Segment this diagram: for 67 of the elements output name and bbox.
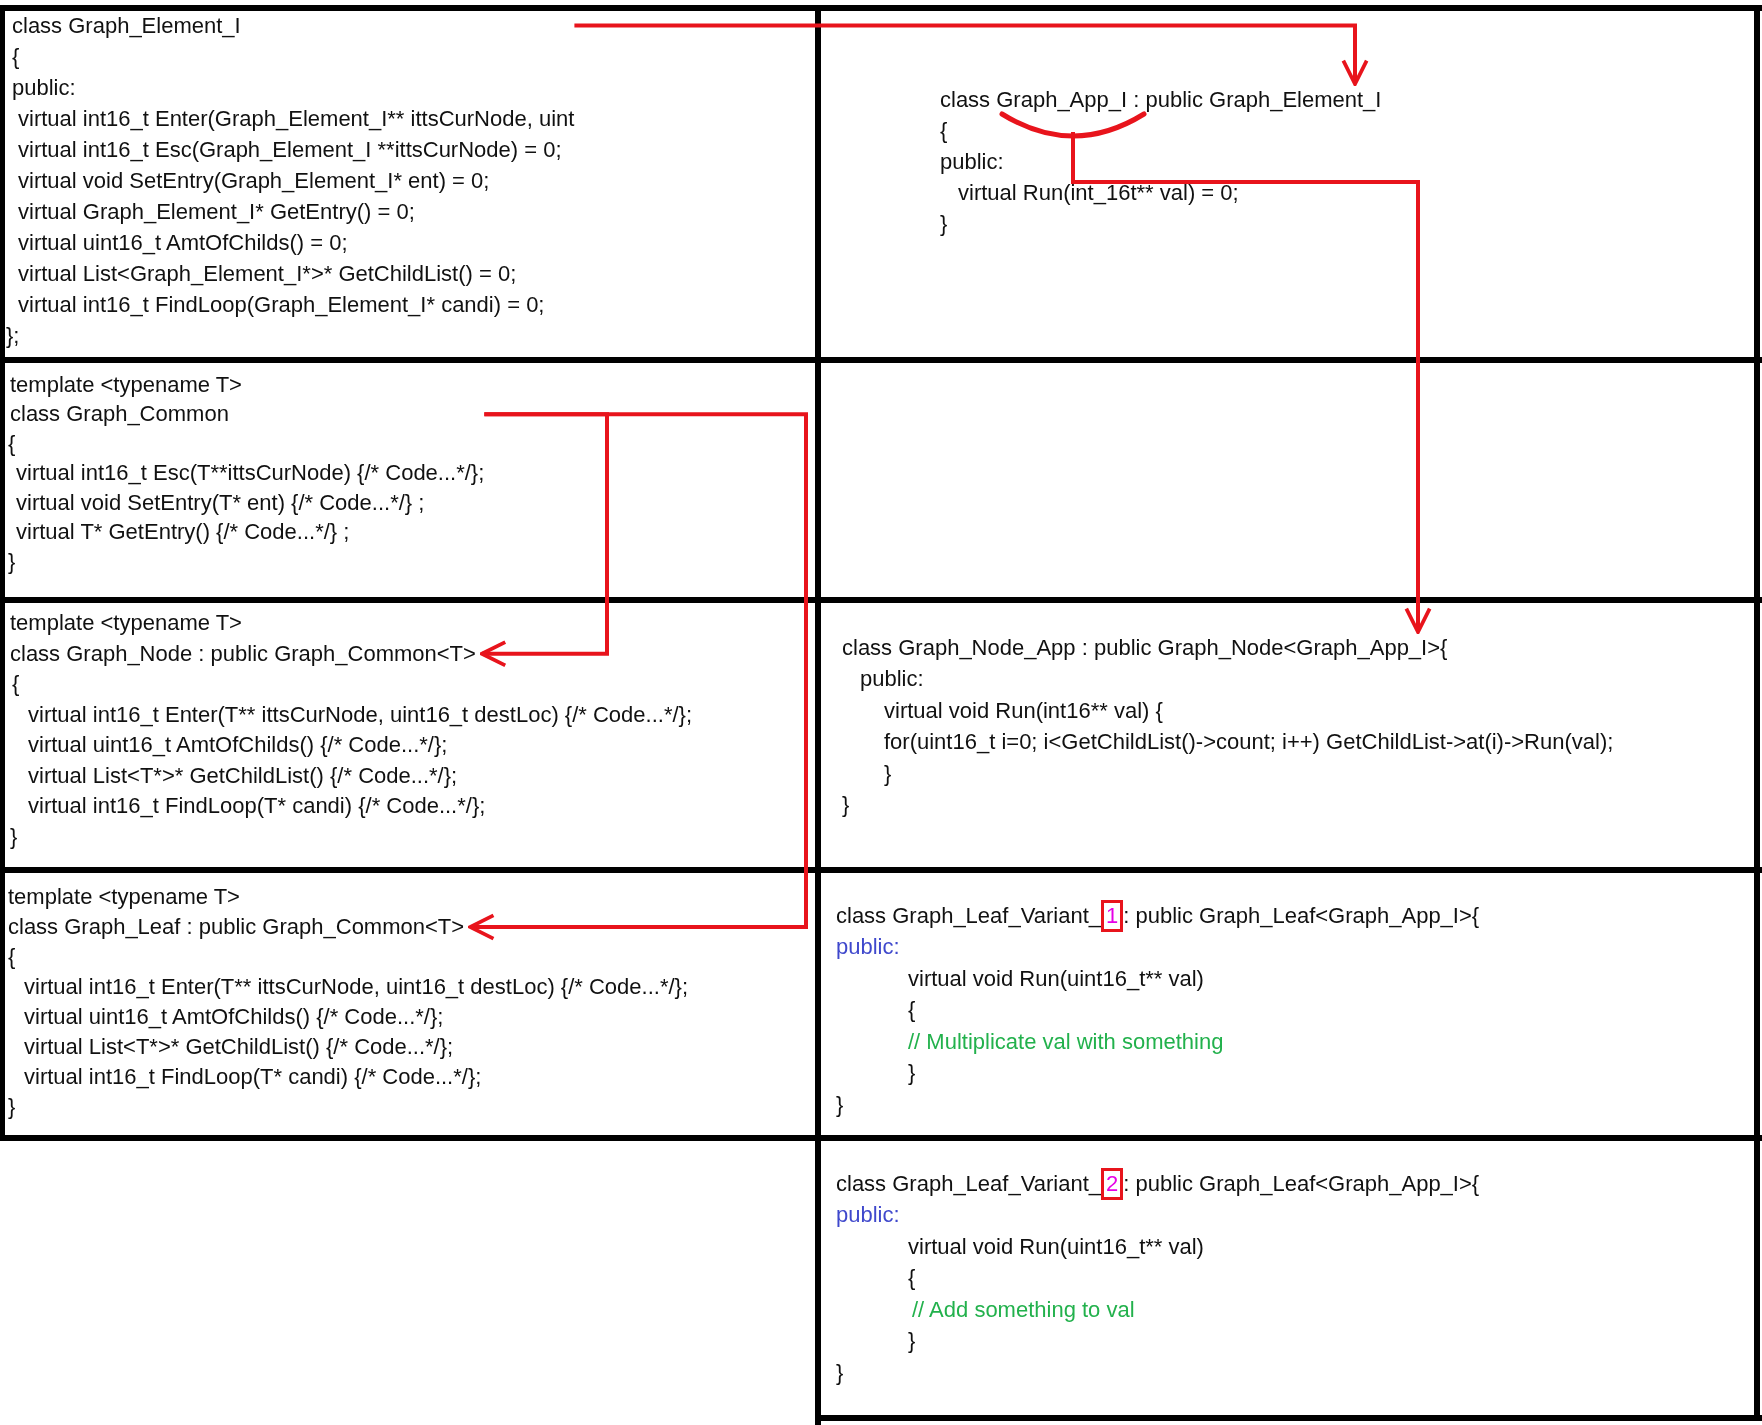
code-line: // Multiplicate val with something — [908, 1028, 1224, 1055]
code-line: public: — [836, 934, 900, 961]
code-line: virtual T* GetEntry() {/* Code...*/} ; — [16, 519, 350, 546]
code-line: template <typename T> — [8, 884, 240, 910]
code-line: } — [8, 1094, 16, 1120]
code-line: } — [908, 1060, 916, 1087]
code-line: class Graph_App_I : public Graph_Element_I — [940, 86, 1382, 113]
code-line: virtual void Run(uint16_t** val) — [908, 965, 1204, 992]
code-line: } — [884, 760, 892, 787]
code-line: class Graph_Leaf : public Graph_Common<T> — [8, 914, 465, 940]
code-line: class Graph_Node : public Graph_Common<T> — [10, 640, 476, 667]
code-line: } — [836, 1091, 844, 1118]
arrow — [468, 412, 808, 941]
code-line: : public Graph_Leaf<Graph_App_I>{ — [1123, 902, 1480, 929]
code-line: virtual int16_t Esc(T**ittsCurNode) {/* Code...*/}; — [16, 460, 485, 487]
code-line: } — [10, 823, 18, 850]
code-line: template <typename T> — [10, 610, 242, 637]
code-line: { — [12, 43, 20, 70]
code-line: } — [940, 210, 948, 237]
code-line: virtual List<T*>* GetChildList() {/* Code...*/}; — [24, 1034, 454, 1060]
arrow — [574, 23, 1369, 86]
code-line: virtual int16_t Enter(T** ittsCurNode, uint16_t destLoc) {/* Code...*/}; — [24, 974, 689, 1000]
code-line: { — [8, 944, 16, 970]
code-line: virtual int16_t Enter(Graph_Element_I** ittsCurNode, uint — [18, 105, 575, 132]
code-line: virtual List<T*>* GetChildList() {/* Code...*/}; — [28, 762, 458, 789]
code-line: virtual Graph_Element_I* GetEntry() = 0; — [18, 198, 415, 225]
code-line: } — [842, 792, 850, 819]
code-line: { — [8, 430, 16, 457]
code-line: class Graph_Element_I — [12, 12, 241, 39]
code-line: virtual void Run(uint16_t** val) — [908, 1233, 1204, 1260]
code-line: { — [12, 671, 20, 698]
code-line: virtual void SetEntry(T* ent) {/* Code...*/} ; — [16, 489, 425, 516]
code-line: virtual int16_t Enter(T** ittsCurNode, uint16_t destLoc) {/* Code...*/}; — [28, 701, 693, 728]
code-line: virtual void Run(int16** val) { — [884, 697, 1163, 724]
code-line: }; — [6, 322, 20, 349]
code-line: for(uint16_t i=0; i<GetChildList()->count; i++) GetChildList->at(i)->Run(val); — [884, 729, 1614, 756]
code-line: public: — [940, 148, 1004, 175]
code-line: virtual int16_t FindLoop(T* candi) {/* Code...*/}; — [24, 1064, 482, 1090]
code-line: virtual List<Graph_Element_I*>* GetChildList() = 0; — [18, 260, 517, 287]
code-line: virtual int16_t FindLoop(T* candi) {/* Code...*/}; — [28, 793, 486, 820]
code-line: virtual uint16_t AmtOfChilds() {/* Code...*/}; — [28, 732, 448, 759]
code-line: class Graph_Leaf_Variant_ — [836, 1170, 1101, 1197]
code-line: { — [908, 1265, 916, 1292]
code-line: // Add something to val — [912, 1296, 1135, 1323]
code-line: public: — [12, 74, 76, 101]
code-line: { — [940, 117, 948, 144]
code-line: class Graph_Node_App : public Graph_Node<Graph_App_I>{ — [842, 634, 1448, 661]
arrow — [1071, 132, 1432, 634]
code-line: virtual uint16_t AmtOfChilds() {/* Code...*/}; — [24, 1004, 444, 1030]
code-line: virtual uint16_t AmtOfChilds() = 0; — [18, 229, 348, 256]
code-line: virtual void SetEntry(Graph_Element_I* ent) = 0; — [18, 167, 490, 194]
code-line: { — [908, 997, 916, 1024]
code-line: } — [8, 548, 16, 575]
curved-bracket — [998, 110, 1148, 140]
code-line: virtual int16_t Esc(Graph_Element_I **ittsCurNode) = 0; — [18, 136, 562, 163]
code-line: } — [836, 1359, 844, 1386]
code-line: } — [908, 1328, 916, 1355]
code-line: virtual int16_t FindLoop(Graph_Element_I* candi) = 0; — [18, 291, 545, 318]
code-line: class Graph_Common — [10, 401, 229, 428]
code-line: public: — [836, 1202, 900, 1229]
code-line: public: — [860, 666, 924, 693]
code-line: virtual Run(int_16t** val) = 0; — [958, 179, 1239, 206]
code-line: class Graph_Leaf_Variant_ — [836, 902, 1101, 929]
highlighted-digit: 2 — [1101, 1167, 1124, 1200]
code-line: : public Graph_Leaf<Graph_App_I>{ — [1123, 1170, 1480, 1197]
highlighted-digit: 1 — [1101, 899, 1124, 932]
code-line: template <typename T> — [10, 371, 242, 398]
